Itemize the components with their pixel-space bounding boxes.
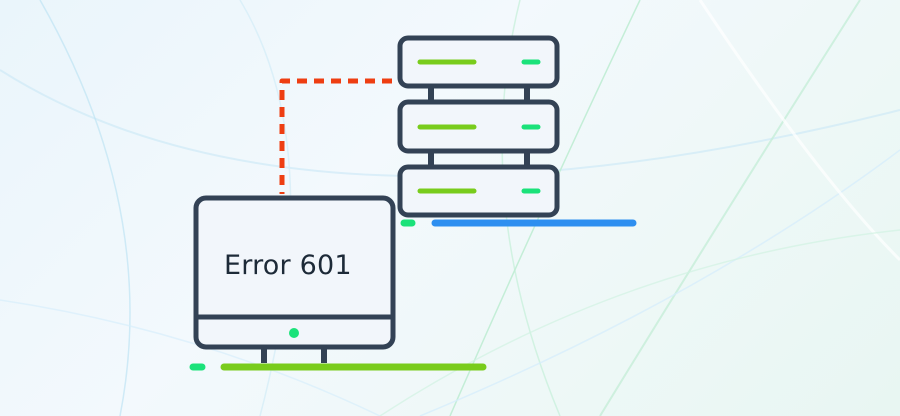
server-unit-top [397, 35, 560, 89]
network-cable [279, 78, 392, 194]
monitor-icon [193, 195, 396, 363]
error-message: Error 601 [224, 250, 352, 281]
server-unit-bottom [397, 164, 560, 218]
server-rack-icon [397, 35, 560, 218]
power-indicator [289, 328, 299, 338]
server-unit-middle [397, 99, 560, 154]
